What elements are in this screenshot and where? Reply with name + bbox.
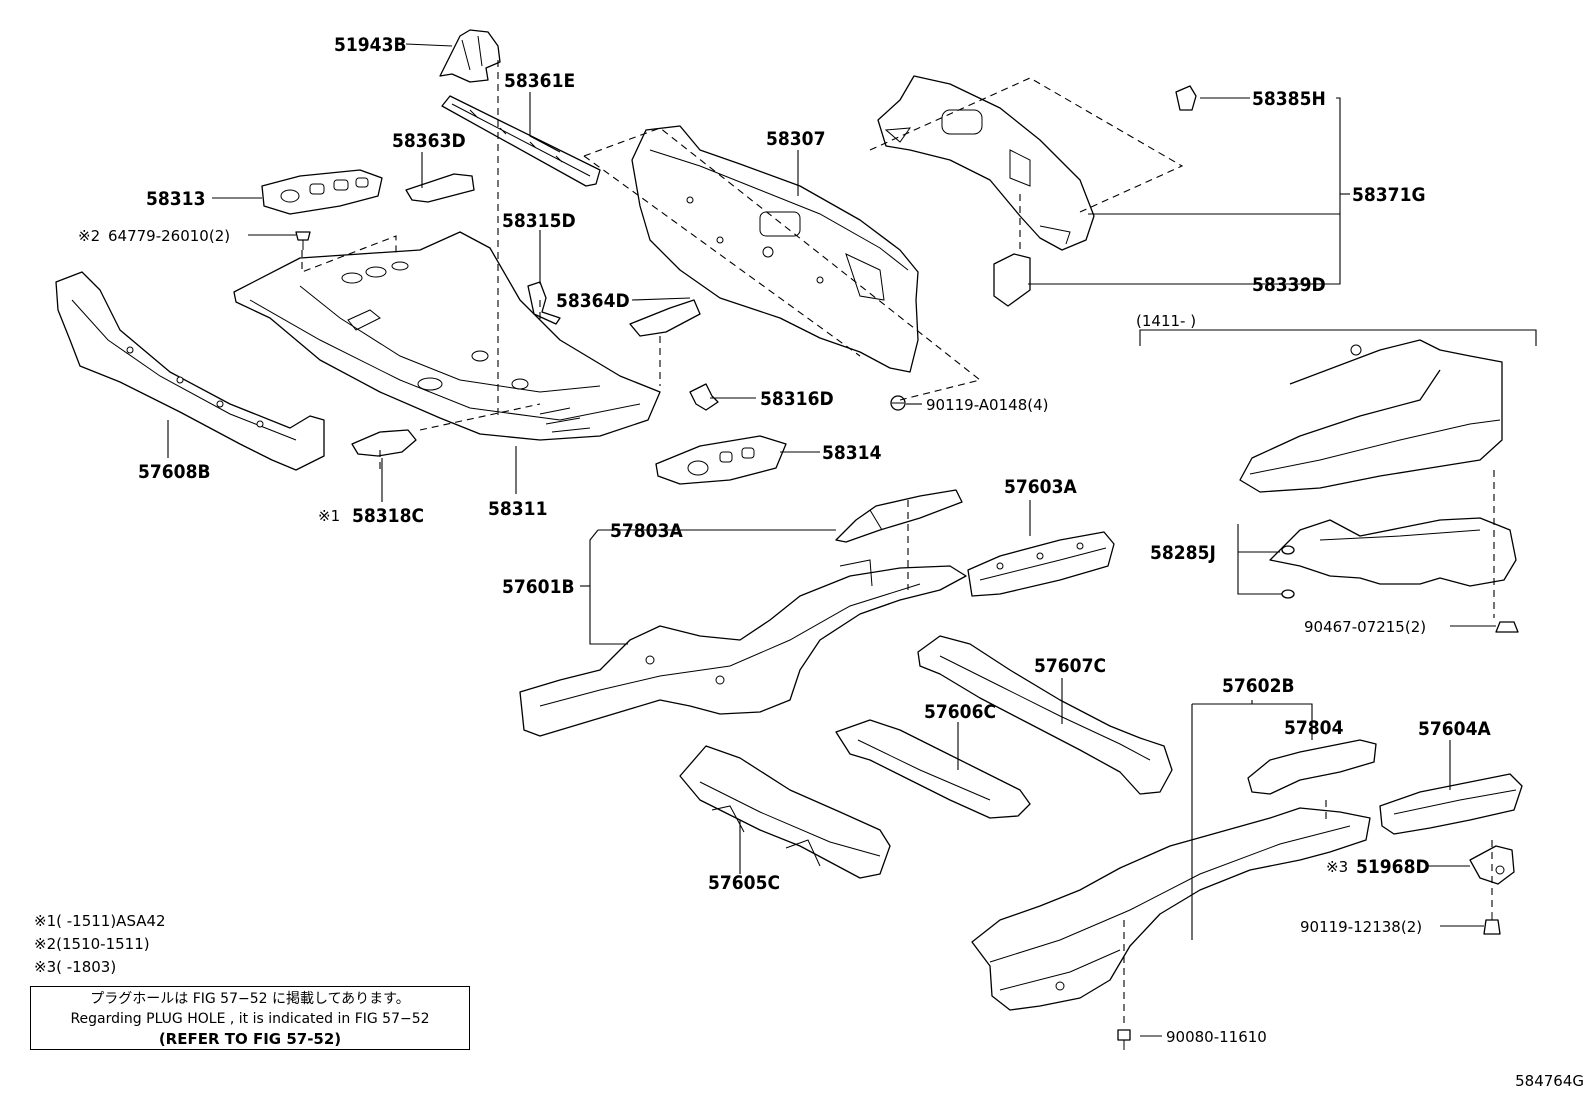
assembly-dash-lines xyxy=(301,60,1495,1028)
part-58371G xyxy=(877,75,1095,251)
label-58313: 58313 xyxy=(146,188,205,210)
inset-assembly xyxy=(1239,339,1517,587)
footnote-1-text: ( -1511)ASA42 xyxy=(56,912,166,930)
part-58363D xyxy=(405,173,475,203)
part-57602B xyxy=(971,807,1371,1011)
part-bolt-90119-12138 xyxy=(1483,912,1501,935)
label-90119-12138: 90119-12138(2) xyxy=(1300,918,1422,936)
footnote-3-text: ( -1803) xyxy=(56,958,117,976)
label-58315D: 58315D xyxy=(502,210,576,232)
note-line-jp: プラグホールは FIG 57−52 に掲載してあります。 xyxy=(90,991,410,1007)
part-57606C xyxy=(835,719,1031,819)
part-bolt-90080 xyxy=(1117,1029,1131,1050)
part-58315D xyxy=(527,281,561,325)
label-57607C: 57607C xyxy=(1034,655,1106,677)
label-57602B: 57602B xyxy=(1222,675,1295,697)
part-57804 xyxy=(1247,739,1377,795)
note-line-en: Regarding PLUG HOLE , it is indicated in… xyxy=(70,1011,430,1027)
part-57608B xyxy=(55,271,325,471)
label-90119-A0148: 90119-A0148(4) xyxy=(926,396,1048,414)
label-58385H: 58385H xyxy=(1252,88,1326,110)
part-57603A xyxy=(967,531,1115,597)
footnote-2-text: (1510-1511) xyxy=(56,935,150,953)
part-58318C xyxy=(351,429,417,457)
part-bolt-90119-A0148 xyxy=(890,395,906,411)
label-58371G: 58371G xyxy=(1352,184,1426,206)
footnote-3: ※3( -1803) xyxy=(34,958,116,976)
part-57604A xyxy=(1379,773,1523,835)
label-58318C: 58318C xyxy=(352,505,424,527)
part-58307 xyxy=(631,125,919,373)
part-57605C xyxy=(679,745,891,879)
label-58316D: 58316D xyxy=(760,388,834,410)
label-51943B: 51943B xyxy=(334,34,407,56)
footnote-1-mark: ※1 xyxy=(34,912,57,930)
label-57803A: 57803A xyxy=(610,520,683,542)
part-clip-58285J xyxy=(1281,545,1295,599)
part-58339D xyxy=(993,253,1031,307)
part-51943B xyxy=(439,29,501,83)
plug-hole-note: プラグホールは FIG 57−52 に掲載してあります。 Regarding P… xyxy=(30,986,470,1050)
part-57803A xyxy=(835,489,963,543)
label-58314: 58314 xyxy=(822,442,882,464)
part-58314 xyxy=(655,435,787,485)
label-57605C: 57605C xyxy=(708,872,780,894)
part-58361E xyxy=(441,95,601,187)
part-57601B xyxy=(519,559,967,737)
label-57604A: 57604A xyxy=(1418,718,1491,740)
label-90080-11610: 90080-11610 xyxy=(1166,1028,1267,1046)
part-58313 xyxy=(261,169,383,215)
label-57601B: 57601B xyxy=(502,576,575,598)
label-58364D: 58364D xyxy=(556,290,630,312)
part-58364D xyxy=(629,299,701,337)
inset-range-label: (1411- ) xyxy=(1136,312,1196,330)
part-bolt-64779 xyxy=(295,231,311,250)
part-58316D xyxy=(689,383,719,411)
mark-1: ※1 xyxy=(318,507,340,525)
figure-id: 584764G xyxy=(1515,1072,1584,1090)
label-51968D: 51968D xyxy=(1356,856,1430,878)
leader-lines xyxy=(167,43,1537,1037)
mark-3: ※3 xyxy=(1326,858,1348,876)
label-58285J: 58285J xyxy=(1150,542,1216,564)
note-refer: (REFER TO FIG 57-52) xyxy=(158,1030,342,1048)
footnote-3-mark: ※3 xyxy=(34,958,57,976)
label-58311: 58311 xyxy=(488,498,547,520)
label-58361E: 58361E xyxy=(504,70,575,92)
label-90467-07215: 90467-07215(2) xyxy=(1304,618,1426,636)
label-57608B: 57608B xyxy=(138,461,211,483)
label-58363D: 58363D xyxy=(392,130,466,152)
label-57603A: 57603A xyxy=(1004,476,1077,498)
part-clip-90467 xyxy=(1495,621,1519,633)
footnote-1: ※1( -1511)ASA42 xyxy=(34,912,166,930)
label-58339D: 58339D xyxy=(1252,274,1326,296)
label-64779-26010: 64779-26010(2) xyxy=(108,227,230,245)
part-58311 xyxy=(233,231,661,441)
part-57607C xyxy=(917,635,1173,795)
label-57804: 57804 xyxy=(1284,717,1344,739)
label-58307: 58307 xyxy=(766,128,825,150)
label-57606C: 57606C xyxy=(924,701,996,723)
mark-2: ※2 xyxy=(78,227,100,245)
part-58385H xyxy=(1175,85,1197,111)
footnote-2-mark: ※2 xyxy=(34,935,57,953)
footnote-2: ※2(1510-1511) xyxy=(34,935,150,953)
